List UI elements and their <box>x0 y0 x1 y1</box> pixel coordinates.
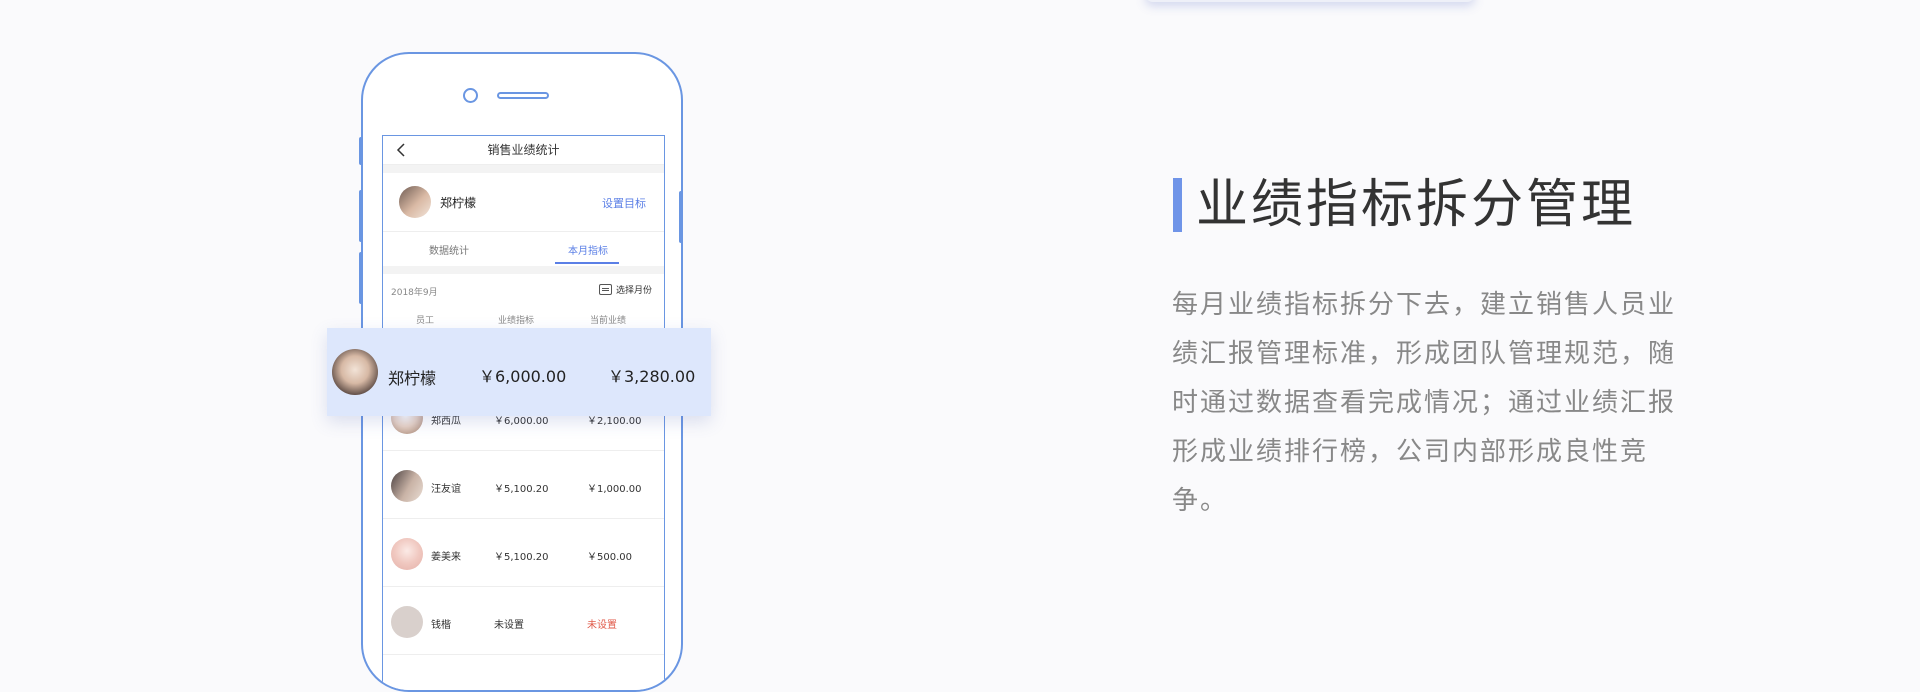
avatar <box>391 538 423 570</box>
choose-month-button[interactable]: 选择月份 <box>598 283 652 296</box>
row-current: ￥1,000.00 <box>587 484 642 495</box>
month-label: 2018年9月 <box>391 288 438 298</box>
row-name: 姜美来 <box>431 552 461 563</box>
row-name: 钱楷 <box>431 620 451 631</box>
decorative-card-edge <box>1145 0 1475 2</box>
avatar <box>399 186 431 218</box>
highlight-name: 郑柠檬 <box>388 369 437 388</box>
column-current: 当前业绩 <box>590 316 627 326</box>
highlight-target: ￥6,000.00 <box>479 367 567 386</box>
avatar <box>391 606 423 638</box>
row-current: ￥500.00 <box>587 552 632 563</box>
active-tab-indicator <box>555 262 619 264</box>
feature-description: 每月业绩指标拆分下去，建立销售人员业绩汇报管理标准，形成团队管理规范，随时通过数… <box>1172 290 1677 516</box>
profile-name: 郑柠檬 <box>440 196 477 210</box>
table-row[interactable]: 汪友谊 ￥5,100.20 ￥1,000.00 <box>383 451 664 519</box>
column-employee: 员工 <box>416 316 435 326</box>
profile-card: 郑柠檬 设置目标 <box>383 173 664 232</box>
tab-data-statistics[interactable]: 数据统计 <box>429 246 469 257</box>
nav-title: 销售业绩统计 <box>487 143 560 157</box>
nav-bar: 销售业绩统计 <box>383 136 664 165</box>
table-row[interactable]: 姜美来 ￥5,100.20 ￥500.00 <box>383 519 664 587</box>
back-arrow-icon[interactable] <box>395 143 409 157</box>
row-current: ￥2,100.00 <box>587 416 642 427</box>
avatar <box>332 349 378 395</box>
feature-title: 业绩指标拆分管理 <box>1196 175 1637 235</box>
tab-monthly-target[interactable]: 本月指标 <box>568 246 608 257</box>
calendar-icon <box>598 284 612 295</box>
tab-bar: 数据统计 本月指标 <box>383 232 664 266</box>
table-header: 员工 业绩指标 当前业绩 <box>383 304 664 330</box>
choose-month-label: 选择月份 <box>615 286 652 296</box>
row-name: 郑西瓜 <box>431 416 461 427</box>
table-row[interactable]: 钱楷 未设置 未设置 <box>383 587 664 655</box>
camera-icon <box>463 88 478 103</box>
row-target: ￥5,100.20 <box>494 552 549 563</box>
row-name: 汪友谊 <box>431 484 461 495</box>
divider <box>383 165 664 173</box>
phone-volume-up-button <box>359 190 363 242</box>
highlight-current: ￥3,280.00 <box>608 367 696 386</box>
row-current: 未设置 <box>587 620 617 631</box>
set-target-link[interactable]: 设置目标 <box>602 197 646 210</box>
divider <box>383 266 664 274</box>
column-target: 业绩指标 <box>498 316 535 326</box>
phone-volume-down-button <box>359 252 363 304</box>
row-target: ￥6,000.00 <box>494 416 549 427</box>
avatar <box>391 470 423 502</box>
phone-side-button <box>359 137 363 165</box>
row-target: ￥5,100.20 <box>494 484 549 495</box>
row-target: 未设置 <box>494 620 524 631</box>
speaker-icon <box>497 92 549 99</box>
phone-power-button <box>679 191 683 243</box>
month-row: 2018年9月 选择月份 <box>383 274 664 304</box>
highlighted-employee-card[interactable]: 郑柠檬 ￥6,000.00 ￥3,280.00 <box>327 328 711 416</box>
heading-accent-bar <box>1173 178 1182 232</box>
